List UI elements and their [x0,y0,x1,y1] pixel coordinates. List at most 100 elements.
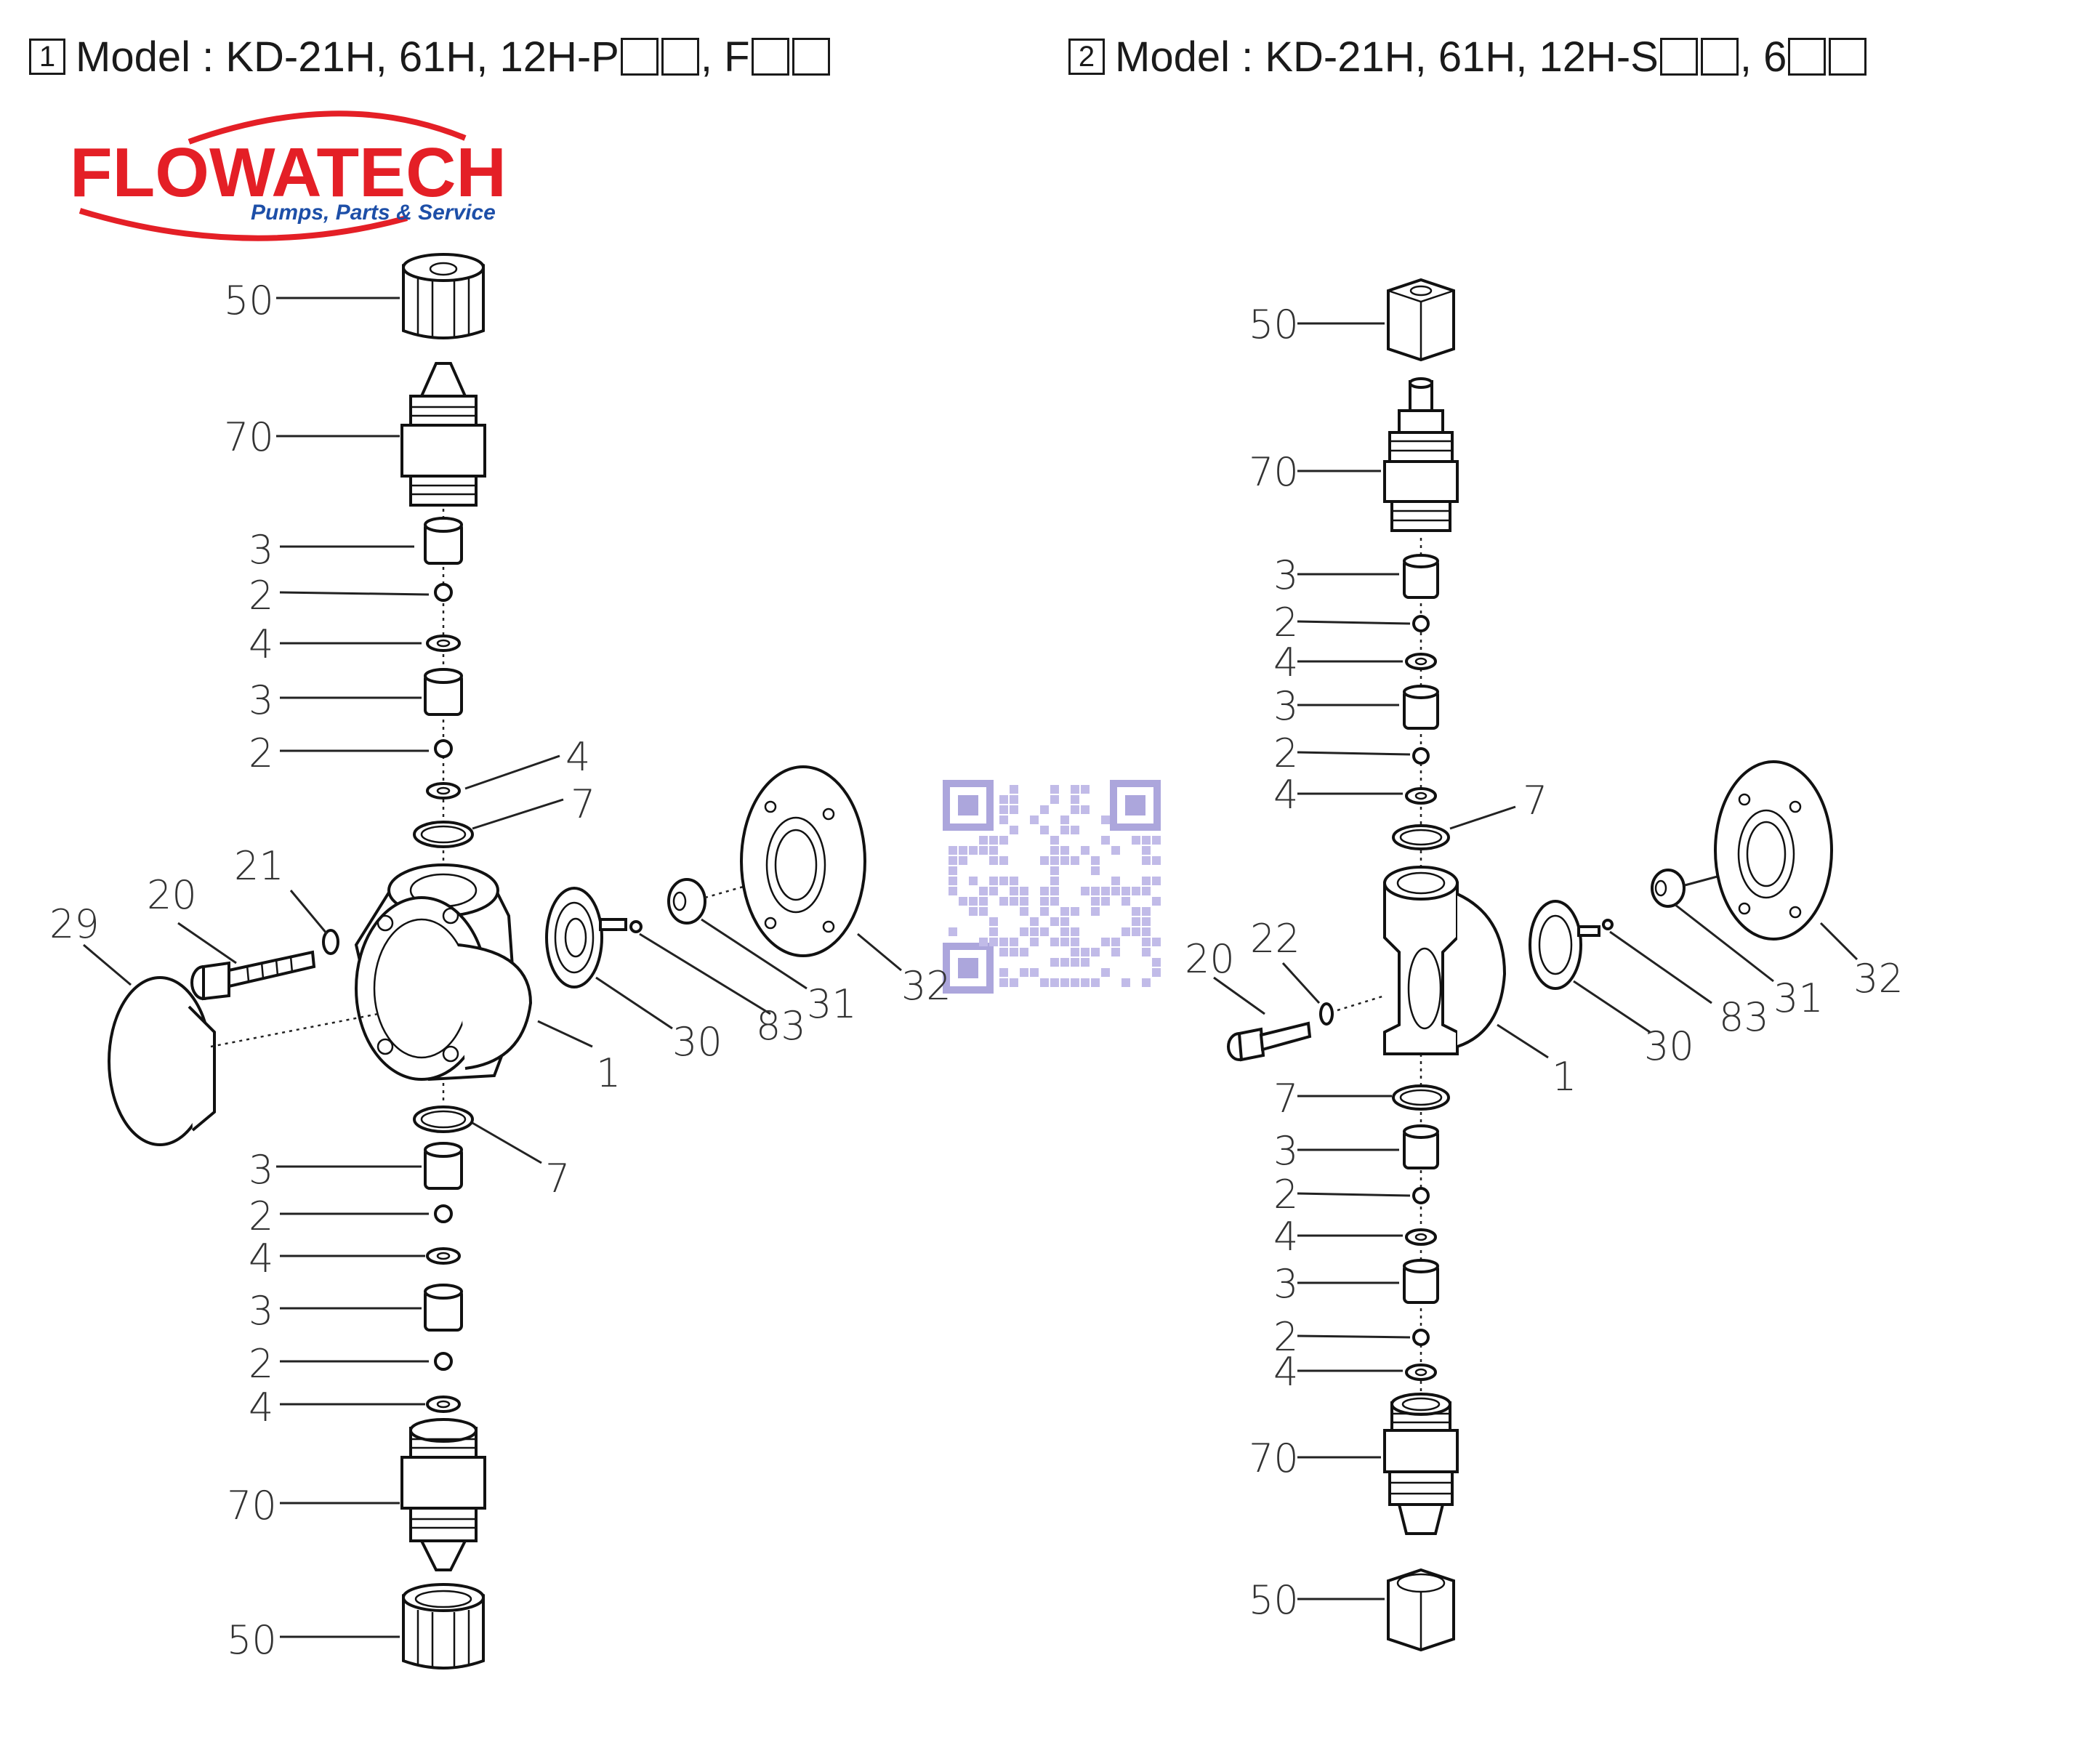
header-model-1: 1 Model : KD-21H, 61H, 12H-P , F [29,28,831,86]
label: 4 [565,734,590,780]
flowatech-logo: FLOWATECH Pumps, Parts & Service [70,110,507,241]
label: 50 [227,1617,277,1663]
part-flange-right [1714,760,1833,941]
logo-brand: FLOWATECH [70,134,507,212]
part-ring-83 [629,920,643,933]
part-ring-83-right [1602,919,1614,930]
qr-module [1030,815,1039,824]
qr-module [1132,887,1140,895]
qr-module [1142,948,1151,956]
qr-module [1091,856,1100,865]
label: 70 [1249,1435,1299,1481]
qr-module [949,927,957,936]
part-cap-nut-bottom [402,1583,485,1670]
placeholder-box [661,38,699,76]
qr-module [1020,887,1028,895]
qr-module [1020,948,1028,956]
qr-module [1071,958,1079,967]
part-hex-nut [1387,278,1455,362]
qr-module [1050,795,1059,804]
qr-module [1071,795,1079,804]
label: 2 [249,1193,273,1239]
qr-module [979,907,988,916]
qr-module [999,948,1008,956]
part-diaphragm [545,887,627,988]
label: 4 [249,1236,273,1281]
qr-module [1050,785,1059,794]
qr-module [999,836,1008,845]
qr-module [1142,836,1151,845]
label: 2 [1273,1314,1298,1360]
header-mid-2: , 6 [1739,33,1787,81]
qr-module [999,978,1008,987]
left-leaders [83,297,902,1638]
qr-module [1142,927,1151,936]
qr-module [1071,978,1079,987]
placeholder-box [1829,38,1867,76]
qr-module [1142,917,1151,926]
qr-module [1040,978,1049,987]
qr-module [1040,805,1049,814]
qr-module [989,938,998,946]
qr-module [999,968,1008,977]
label: 3 [249,1147,273,1193]
qr-module [1040,907,1049,916]
right-labels: 50 70 3 2 4 3 2 4 7 22 20 30 83 31 32 1 … [1185,302,1904,1623]
qr-module [1010,785,1018,794]
qr-module [1010,805,1018,814]
qr-module [1142,856,1151,865]
qr-module [999,897,1008,906]
qr-module [1050,887,1059,895]
qr-module [1081,805,1090,814]
part-hex-nut-bottom [1387,1568,1455,1652]
qr-module [1132,927,1140,936]
qr-module [1081,958,1090,967]
qr-module [1121,887,1130,895]
label: 2 [1273,730,1298,776]
label: 30 [1644,1023,1694,1069]
part-pump-head [354,863,533,1082]
qr-module [1111,948,1120,956]
label: 4 [1273,772,1298,818]
label: 7 [571,781,595,827]
qr-module [1091,948,1100,956]
qr-module [1010,887,1018,895]
qr-module [1010,948,1018,956]
part-cover-plate [108,976,216,1146]
qr-module [1010,877,1018,885]
qr-module [959,846,967,855]
label: 50 [1249,1577,1299,1623]
qr-module [1152,968,1161,977]
qr-module [1020,907,1028,916]
qr-module [989,846,998,855]
qr-module [1152,938,1161,946]
qr-module [1081,978,1090,987]
qr-module [969,907,978,916]
right-leaders [1213,322,1859,1600]
label: 1 [596,1050,621,1096]
qr-module [1060,927,1069,936]
qr-module [1121,978,1130,987]
qr-module [1010,897,1018,906]
part-stack-right-top [1392,554,1450,850]
label: 29 [49,901,100,947]
qr-module [1142,846,1151,855]
label: 2 [249,573,273,619]
qr-module [1142,887,1151,895]
label: 7 [1523,778,1547,823]
placeholder-box [620,38,659,76]
qr-module [1060,917,1069,926]
part-plunger-31 [667,878,706,925]
qr-module [1010,795,1018,804]
qr-module [959,897,967,906]
placeholder-box [1788,38,1827,76]
qr-module [1030,968,1039,977]
qr-module [1091,907,1100,916]
qr-module [1111,846,1120,855]
label: 70 [1249,449,1299,495]
qr-module [1040,887,1049,895]
part-stack-bottom [413,1105,474,1413]
qr-module [1010,938,1018,946]
